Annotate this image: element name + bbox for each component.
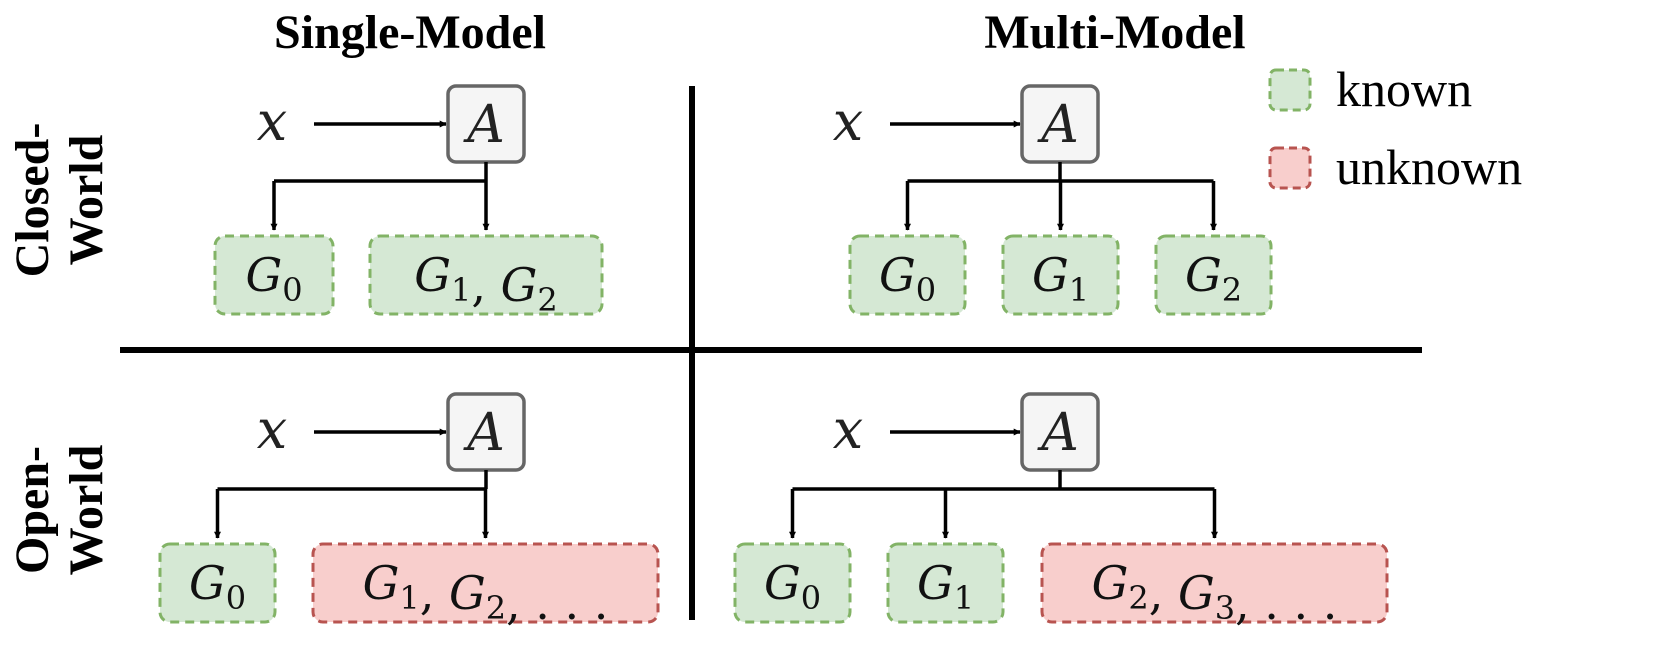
column-title-single-model: Single-Model [274,6,546,59]
known-model-group-box [213,234,335,316]
model-group-label: G0 [764,556,821,617]
model-group-label: G2, G3, . . . [1092,556,1338,630]
row-title-closed-line1: Closed- [6,123,59,278]
model-group-label: G1 [1032,248,1089,309]
input-x-label: x [833,90,863,153]
known-model-group-box [1001,234,1120,316]
known-model-group-box [848,234,967,316]
model-group-label: G0 [879,248,936,309]
attacker-label: A [463,95,505,155]
known-model-group-box [733,542,852,624]
panel-open-single: x A G0 G1, G2, . . . [158,392,660,630]
known-model-group-box [886,542,1005,624]
input-x-label: x [257,90,287,153]
unknown-model-group-box [311,542,660,624]
attacker-label: A [1037,403,1079,463]
input-x-label: x [833,398,863,461]
known-model-group-box [1154,234,1273,316]
model-group-label: G0 [189,556,246,617]
row-title-open-line1: Open- [6,446,59,574]
unknown-model-group-box [1040,542,1389,624]
row-title-closed-world: Closed- World [6,123,113,278]
known-model-group-box [368,234,604,316]
input-x-label: x [257,398,287,461]
legend: known unknown [1268,61,1522,195]
legend-unknown-label: unknown [1336,139,1522,195]
model-group-label: G1, G2 [414,248,557,319]
model-group-label: G1, G2, . . . [363,556,609,630]
legend-known-label: known [1336,61,1472,117]
legend-known-swatch [1268,68,1312,112]
attacker-label: A [1037,95,1079,155]
known-model-group-box [158,542,277,624]
model-group-label: G2 [1185,248,1242,309]
legend-unknown-swatch [1268,146,1312,190]
row-title-open-line2: World [60,444,113,575]
panel-closed-multi: x A G0 G1 G2 [833,84,1273,316]
model-group-label: G0 [245,248,302,309]
panel-open-multi: x A G0 G1 G2, G3, . . . [733,392,1389,630]
panel-closed-single: x A G0 G1, G2 [213,84,604,319]
column-title-multi-model: Multi-Model [984,6,1245,59]
row-title-closed-line2: World [60,134,113,265]
row-title-open-world: Open- World [6,444,113,575]
attacker-label: A [463,403,505,463]
model-group-label: G1 [917,556,974,617]
